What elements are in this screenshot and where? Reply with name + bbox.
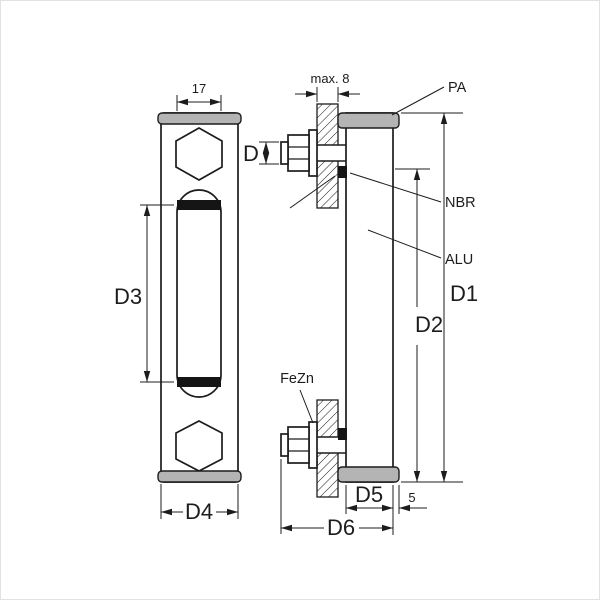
window-seal-band-top [177,200,221,210]
dimension-d3-label: D3 [114,284,142,309]
callout-fezn: FeZn [280,371,314,424]
leader-line-pa [391,86,445,116]
dimension-d1: D1 [401,112,478,483]
dimension-d2: D2 [395,168,443,482]
front-view: 17 D3 D4 [114,81,242,524]
dimension-d5: D5 [345,482,394,535]
bolt-shaft-bottom [317,436,346,454]
leader-line-nbr [349,172,442,203]
gauge-body-side [345,112,394,483]
dimension-slot-width-label: 17 [192,81,206,96]
dimension-d3: D3 [114,204,174,383]
hex-nut-bottom [287,426,310,464]
hex-nut-top [287,134,310,172]
leader-line-fezn [299,389,314,424]
side-view: max. 8 D PA NBR ALU FeZn [243,71,478,540]
nbr-seal-top [338,166,347,178]
dimension-thread: D [243,141,336,209]
bolt-assembly-bottom [280,421,318,469]
bolt-end-top [280,141,289,165]
callout-pa: PA [391,80,467,116]
bolt-end-bottom [280,433,289,457]
dimension-thread-label: D [243,141,259,166]
bolt-assembly-top [280,129,318,177]
material-label-fezn: FeZn [280,371,314,387]
dimension-d6-label: D6 [327,515,355,540]
washer-top [308,129,318,177]
window-seal-band-bottom [177,377,221,387]
end-cap-bottom-front [157,470,242,483]
dimension-d1-label: D1 [450,281,478,306]
material-label-nbr: NBR [445,195,476,211]
dimension-slot-width: 17 [176,81,222,111]
dimension-d6: D6 [280,459,393,540]
leader-line-alu [367,229,442,259]
dimension-d2-label: D2 [415,312,443,337]
dimension-wall-thickness: max. 8 [295,71,360,102]
dimension-cap-overhang-label: 5 [408,490,415,505]
end-cap-bottom-side [337,466,400,483]
callout-nbr: NBR [349,172,476,211]
dimension-d4: D4 [160,484,239,524]
end-cap-top-front [157,112,242,125]
dimension-wall-thickness-label: max. 8 [310,71,349,86]
material-label-alu: ALU [445,252,473,268]
dimension-d4-label: D4 [185,499,213,524]
bolt-shaft-top [317,144,346,162]
washer-bottom [308,421,318,469]
nbr-seal-bottom [338,428,347,440]
material-label-pa: PA [448,80,467,96]
hex-bolt-head-bottom [175,420,223,472]
dimension-cap-overhang: 5 [398,485,427,514]
end-cap-top-side [337,112,400,129]
leader-line-seal [289,175,336,209]
sight-window [176,189,222,398]
callout-alu: ALU [367,229,473,268]
hex-bolt-head-top [175,127,223,181]
dimension-d5-label: D5 [355,482,383,507]
